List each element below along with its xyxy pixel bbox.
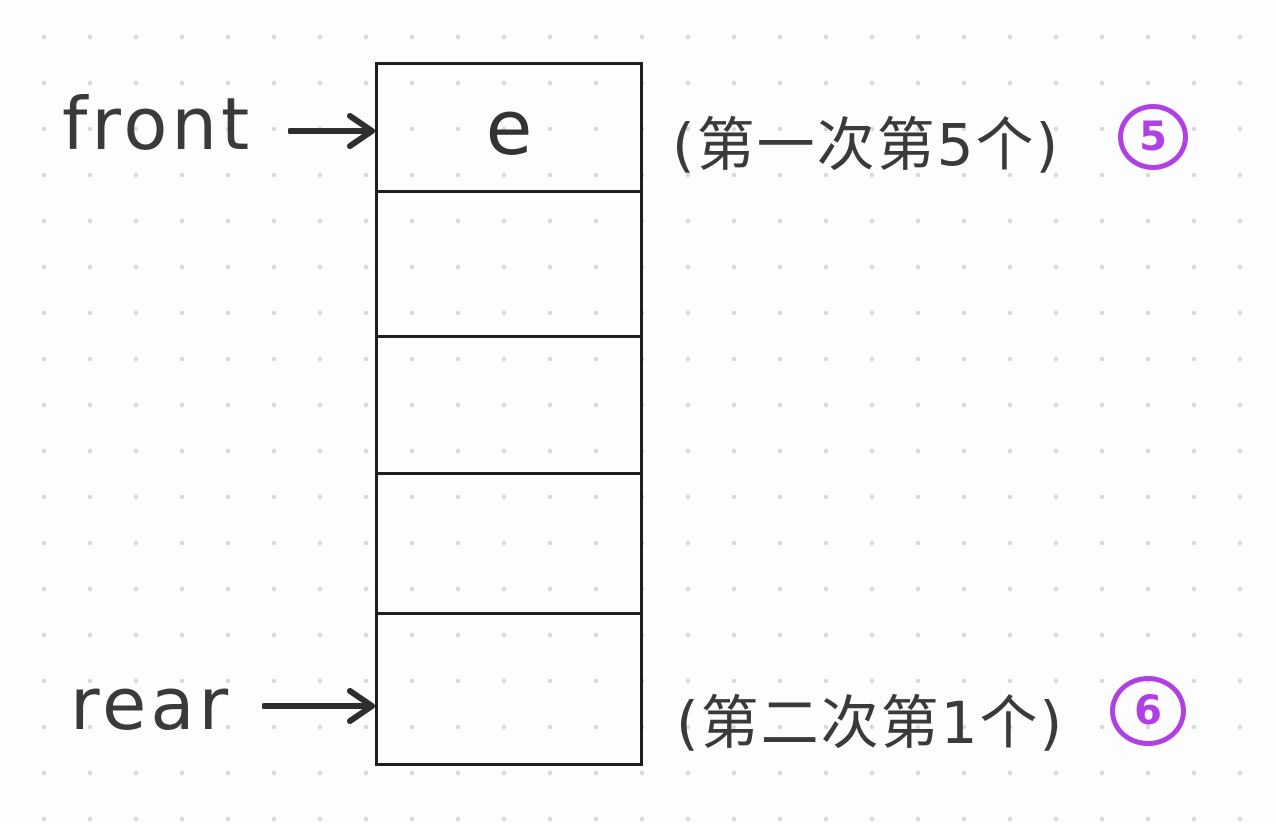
rear-pointer-label: rear [70, 662, 233, 746]
queue-cell [378, 190, 640, 335]
top-annotation: (第一次第5个) [672, 111, 1061, 179]
queue-cell-value: e [485, 82, 533, 172]
step-badge-bottom: 6 [1110, 676, 1186, 746]
queue-cell [378, 612, 640, 763]
queue-cell [378, 335, 640, 472]
front-pointer-label: front [62, 82, 254, 166]
front-arrow-icon [288, 113, 375, 149]
step-badge-number: 6 [1134, 688, 1162, 734]
queue-cell: e [378, 65, 640, 190]
step-badge-top: 5 [1118, 104, 1188, 170]
bottom-annotation: (第二次第1个) [676, 689, 1065, 757]
rear-arrow-icon [262, 688, 375, 724]
queue-cell [378, 472, 640, 612]
step-badge-number: 5 [1139, 114, 1167, 160]
queue-box: e [375, 62, 643, 766]
